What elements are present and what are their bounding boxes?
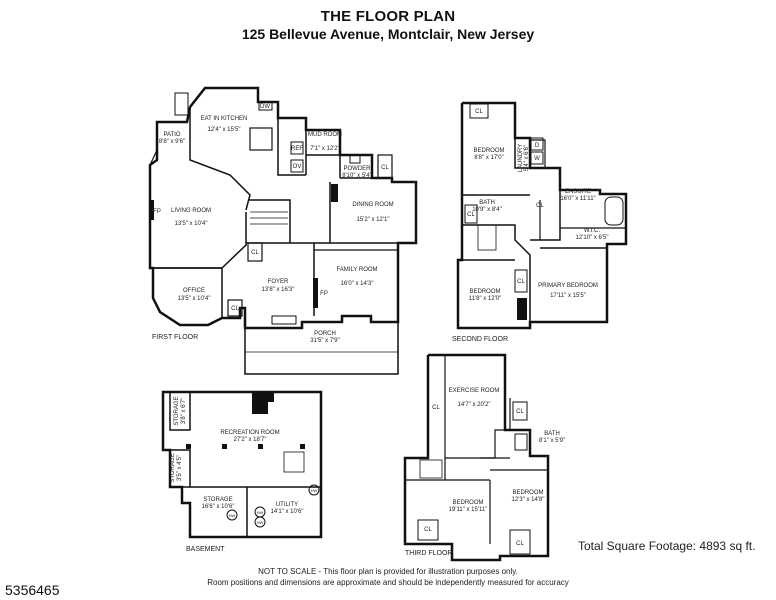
floor-label-basement: BASEMENT — [186, 546, 225, 553]
room-name: POWDER — [344, 166, 372, 172]
closet-mark: CL — [516, 541, 524, 547]
water-heater-mark: HW — [257, 520, 264, 525]
refrigerator-mark: REF — [291, 146, 303, 152]
floor-label-third: THIRD FLOOR — [405, 550, 452, 557]
room-name: BATH — [544, 431, 560, 437]
fireplace-mark: FP — [320, 291, 328, 297]
room-name: UTILITY — [276, 502, 298, 508]
closet-mark: CL — [424, 527, 432, 533]
room-name: EXERCISE ROOM — [449, 388, 500, 394]
room-name: EAT IN KITCHEN — [201, 116, 248, 122]
room-dims: 8'10" x 5'4" — [342, 173, 372, 179]
closet-mark: CL — [536, 203, 544, 209]
room-name: LAUNDRY — [518, 144, 524, 173]
room-name: LIVING ROOM — [171, 208, 211, 214]
room-dims: 15'2" x 12'1" — [357, 217, 390, 223]
room-dims: 14'1" x 10'6" — [271, 509, 304, 515]
room-name: PORCH — [314, 331, 336, 337]
third-floor-labels: EXERCISE ROOM 14'7" x 20'2" BATH 8'1" x … — [405, 388, 565, 557]
room-dims: 19'11" x 15'11" — [449, 507, 488, 513]
washer-mark: W — [534, 156, 540, 162]
closet-mark: CL — [467, 212, 475, 218]
room-dims: 12'4" x 15'5" — [208, 127, 241, 133]
basement-labels: RECREATION ROOM 27'2" x 18'7" STORAGE 3'… — [170, 396, 318, 553]
disclaimer-line-1: NOT TO SCALE - This floor plan is provid… — [258, 567, 518, 576]
room-name: DINING ROOM — [352, 202, 393, 208]
room-dims: 13'5" x 10'4" — [178, 296, 211, 302]
room-dims: 11'8" x 12'0" — [469, 296, 501, 302]
water-heater-mark: HW — [311, 488, 318, 493]
room-name: BEDROOM — [469, 289, 500, 295]
listing-id: 5356465 — [5, 582, 60, 598]
second-floor-labels: BEDROOM 8'8" x 17'0" LAUNDRY 5'4" x 6'6"… — [452, 109, 608, 343]
basement-walls — [161, 390, 323, 539]
fireplace-mark: FP — [153, 209, 161, 215]
disclaimer-line-2: Room positions and dimensions are approx… — [207, 578, 569, 587]
room-name: BATH — [479, 200, 495, 206]
room-dims: 3'5" x 4'5" — [177, 455, 183, 481]
water-heater-mark: HW — [229, 513, 236, 518]
room-name: PRIMARY BEDROOM — [538, 283, 598, 289]
room-name: FAMILY ROOM — [336, 267, 377, 273]
room-dims: 16'6" x 10'6" — [202, 504, 235, 510]
dishwasher-mark: DW — [260, 104, 270, 110]
closet-mark: CL — [251, 250, 259, 256]
room-name: OFFICE — [183, 288, 205, 294]
room-dims: 12'10" x 6'5" — [576, 235, 609, 241]
closet-mark: CL — [381, 165, 389, 171]
floor-label-first: FIRST FLOOR — [152, 334, 198, 341]
room-name: BEDROOM — [452, 500, 483, 506]
room-dims: 3'8" x 6'7" — [181, 398, 187, 424]
room-dims: 8'8" x 9'6" — [159, 139, 185, 145]
second-floor-walls — [456, 101, 628, 330]
room-name: BEDROOM — [512, 490, 543, 496]
room-dims: 5'4" x 6'6" — [524, 145, 530, 171]
room-dims: 8'1" x 5'9" — [539, 438, 565, 444]
closet-mark: CL — [475, 109, 483, 115]
closet-mark: CL — [231, 306, 239, 312]
closet-mark: CL — [516, 409, 524, 415]
room-dims: 14'7" x 20'2" — [458, 402, 491, 408]
room-dims: 16'0" x 14'3" — [341, 281, 374, 287]
closet-mark: CL — [517, 279, 525, 285]
room-name: RECREATION ROOM — [220, 430, 279, 436]
room-dims: 16'0" x 11'11" — [560, 196, 595, 202]
room-name: PATIO — [163, 132, 180, 138]
room-name: W.I.C. — [584, 228, 601, 234]
room-dims: 17'11" x 15'5" — [550, 293, 586, 299]
first-floor-labels: EAT IN KITCHEN 12'4" x 15'5" PATIO 8'8" … — [152, 104, 394, 344]
room-name: STORAGE — [174, 396, 180, 425]
room-dims: 7'1" x 12'2" — [310, 146, 340, 152]
floor-label-second: SECOND FLOOR — [452, 336, 508, 343]
closet-mark: CL — [432, 405, 440, 411]
room-dims: 12'3" x 14'8" — [512, 497, 545, 503]
room-name: ENSUITE — [565, 189, 591, 195]
room-name: FOYER — [268, 279, 289, 285]
room-name: STORAGE — [170, 453, 176, 482]
room-dims: 10'9" x 8'4" — [472, 207, 502, 213]
room-dims: 27'2" x 18'7" — [234, 437, 267, 443]
property-address: 125 Bellevue Avenue, Montclair, New Jers… — [241, 26, 535, 42]
third-floor-walls — [403, 353, 550, 562]
water-heater-mark: HW — [257, 510, 264, 515]
oven-mark: OV — [293, 164, 302, 170]
plan-title: THE FLOOR PLAN — [320, 8, 456, 25]
room-dims: 31'5" x 7'9" — [310, 338, 340, 344]
dryer-mark: D — [535, 143, 540, 149]
total-square-footage: Total Square Footage: 4893 sq ft. — [578, 539, 756, 553]
room-name: BEDROOM — [473, 148, 504, 154]
room-dims: 8'8" x 17'0" — [474, 155, 504, 161]
room-dims: 13'5" x 10'4" — [175, 221, 208, 227]
room-dims: 13'8" x 16'3" — [262, 287, 295, 293]
first-floor-walls — [148, 86, 418, 375]
room-name: STORAGE — [203, 497, 232, 503]
room-name: MUD ROOM — [308, 132, 342, 138]
